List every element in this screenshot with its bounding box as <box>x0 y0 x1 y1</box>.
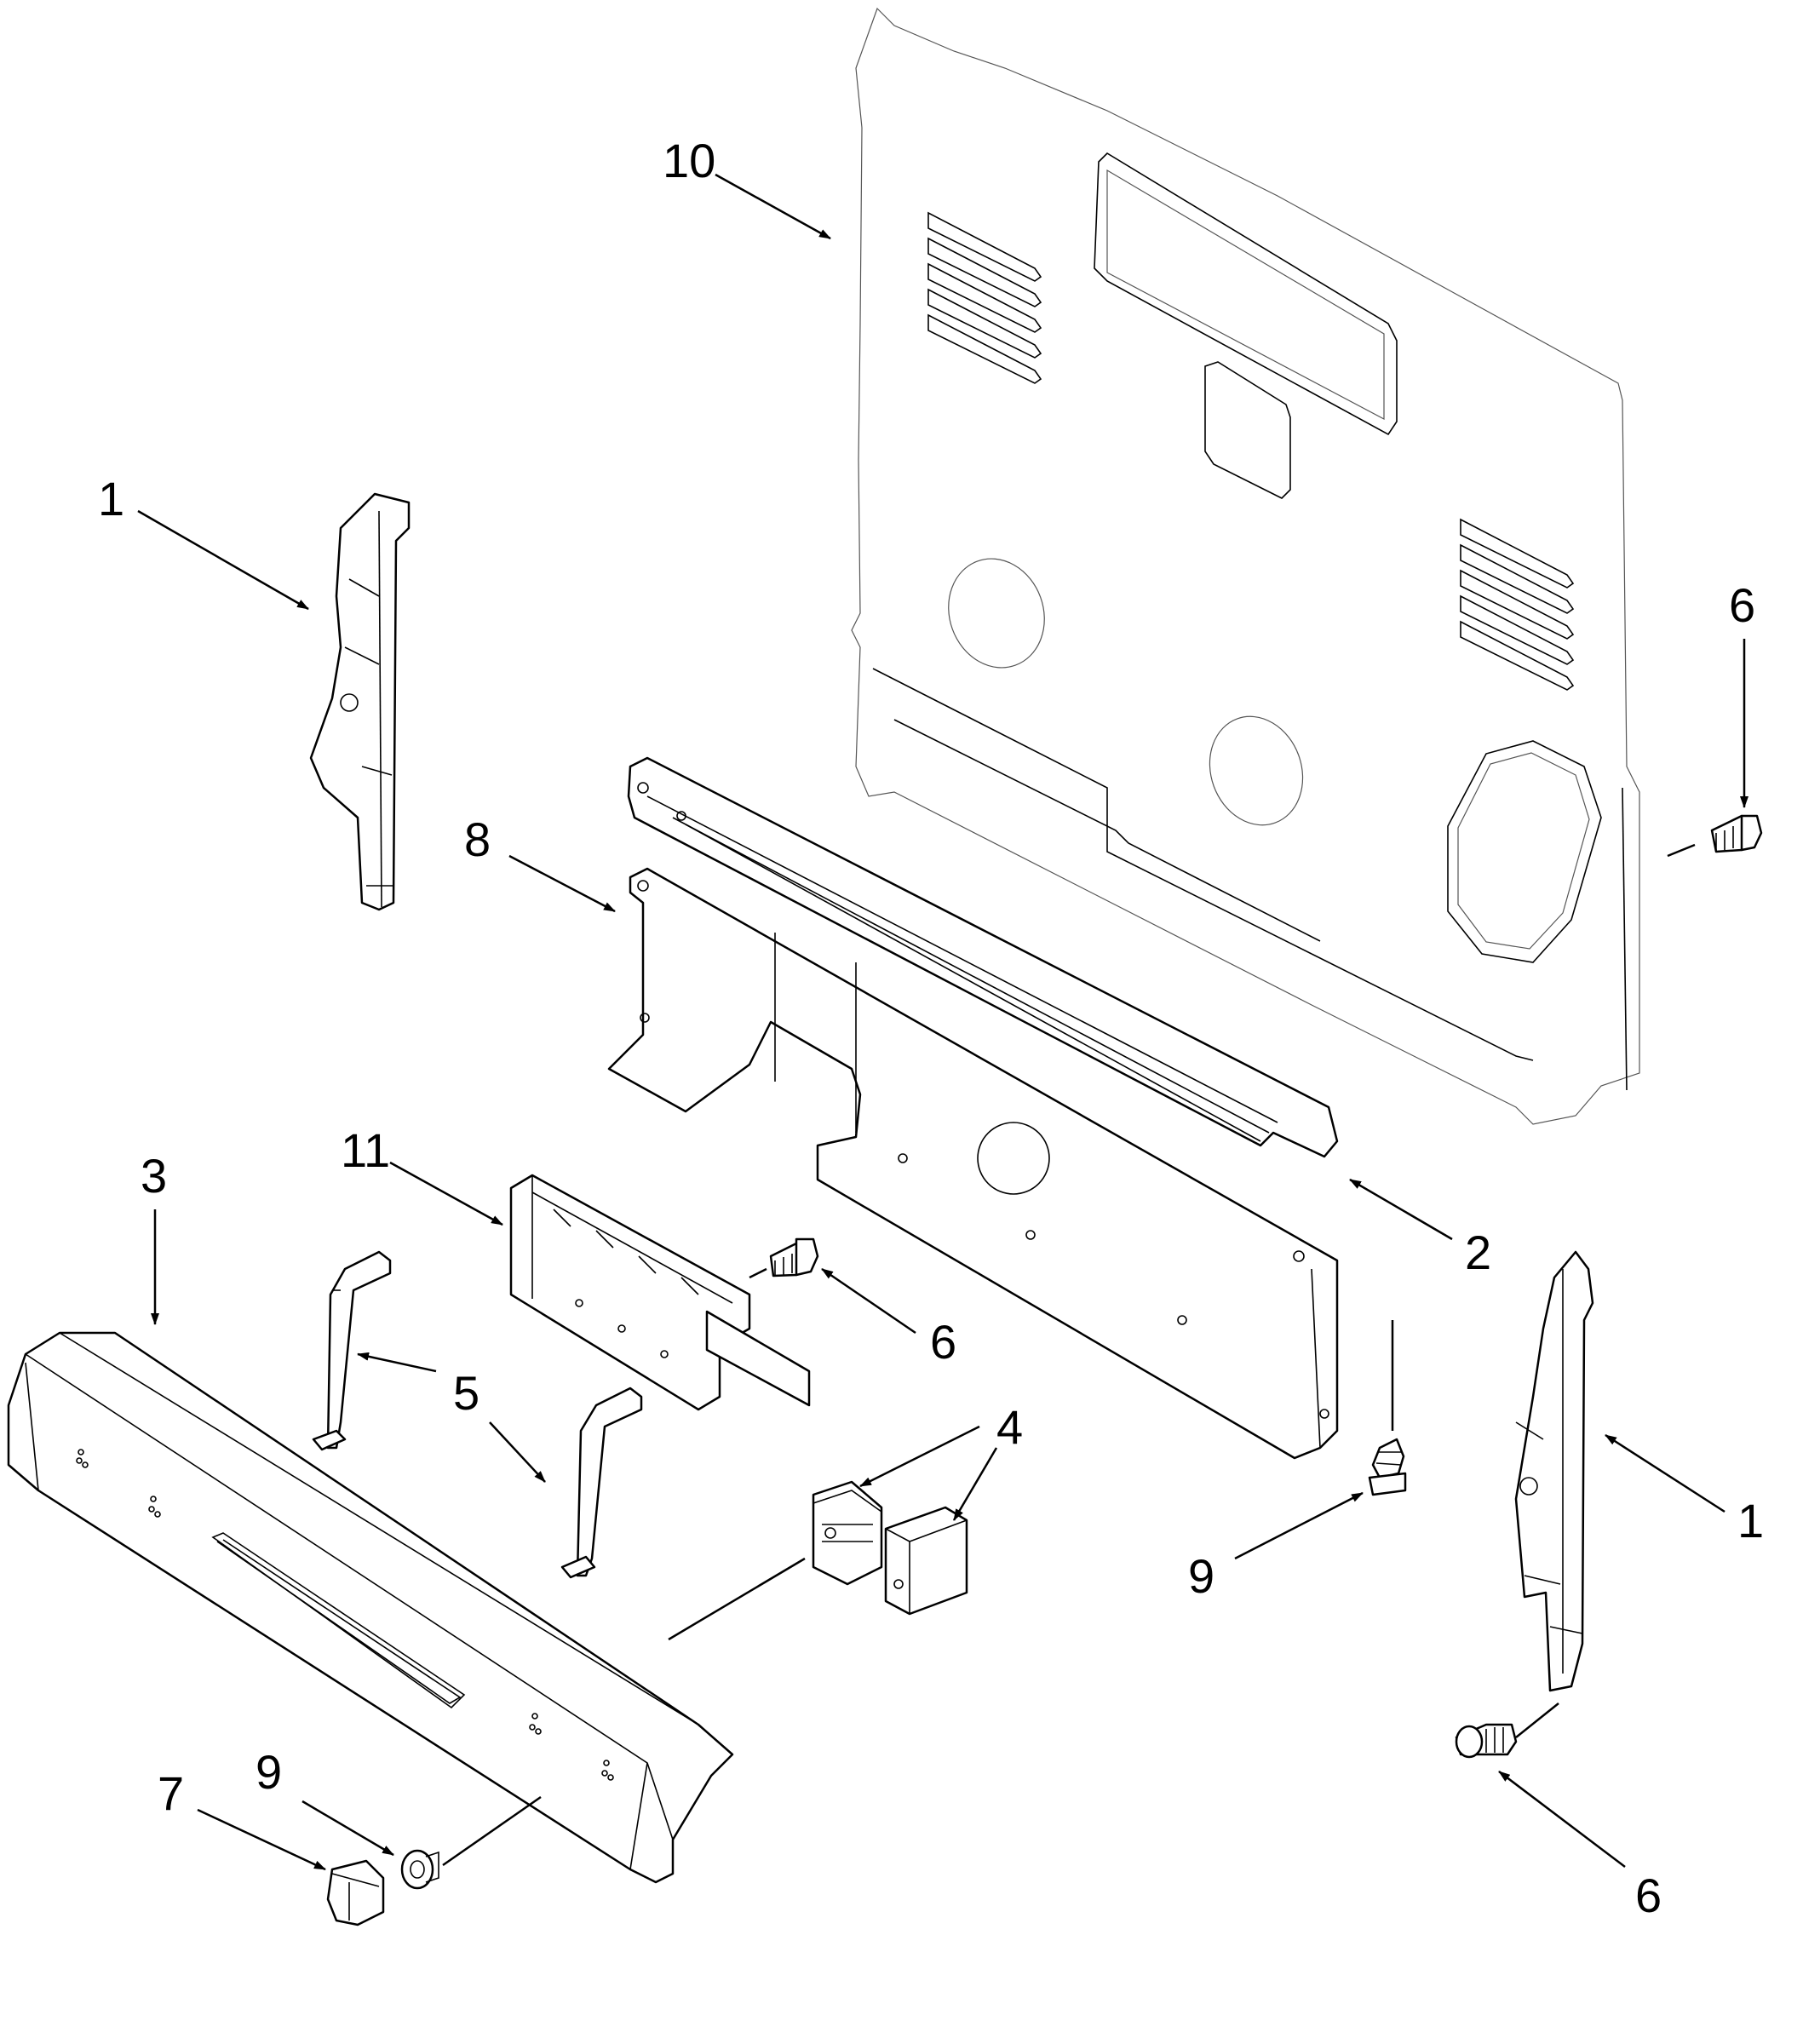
screw-bottom[interactable] <box>1455 1723 1518 1759</box>
plastic-rivet-middle[interactable] <box>1368 1438 1407 1496</box>
leader-6-mid-axis <box>749 1267 767 1279</box>
top-rail-part[interactable] <box>627 756 1339 1158</box>
callout-6-bottom: 6 <box>1635 1869 1662 1922</box>
callout-9-bottom: 9 <box>256 1745 282 1799</box>
screw-top-right[interactable] <box>1710 814 1763 853</box>
callout-4: 4 <box>996 1400 1023 1454</box>
leader-1-right <box>1605 1433 1725 1513</box>
leader-6-bottom-axis <box>1515 1702 1559 1738</box>
callout-11: 11 <box>341 1123 390 1177</box>
leader-6-top-axis <box>1667 843 1696 858</box>
control-knob-part[interactable] <box>326 1859 385 1926</box>
callout-8: 8 <box>464 812 491 866</box>
callout-6-mid: 6 <box>930 1315 956 1369</box>
leader-4-left <box>859 1425 980 1488</box>
control-panel-part[interactable] <box>7 1331 734 1884</box>
leader-6-bottom <box>1498 1771 1626 1868</box>
callout-9-mid: 9 <box>1188 1549 1214 1603</box>
leader-9-bottom <box>301 1800 394 1857</box>
leader-8 <box>508 854 616 913</box>
leader-4-right <box>952 1447 998 1521</box>
leader-11 <box>389 1161 503 1226</box>
left-end-bracket-part[interactable] <box>309 492 411 911</box>
leader-2 <box>1349 1178 1453 1241</box>
leader-9-mid <box>1234 1491 1364 1560</box>
knob-bushing-part[interactable] <box>400 1849 439 1890</box>
callout-10: 10 <box>663 134 715 187</box>
leader-7 <box>197 1808 326 1871</box>
screw-middle[interactable] <box>769 1237 819 1278</box>
right-end-bracket-part[interactable] <box>1514 1250 1594 1692</box>
leader-1-left <box>137 509 309 611</box>
callout-1-left: 1 <box>98 472 124 525</box>
callout-3: 3 <box>141 1149 167 1203</box>
panel-bracket-left[interactable] <box>312 1250 392 1451</box>
leader-4-axis <box>668 1557 806 1641</box>
leader-10 <box>715 173 831 240</box>
leader-5-right <box>489 1421 546 1483</box>
control-bracket-part[interactable] <box>607 867 1339 1460</box>
leader-6-mid <box>821 1267 916 1335</box>
callout-5: 5 <box>453 1366 479 1420</box>
electronic-control-part[interactable] <box>509 1174 811 1411</box>
callout-2: 2 <box>1465 1226 1491 1279</box>
infinite-switch-part[interactable] <box>812 1480 968 1616</box>
leader-9-bottom-axis <box>442 1795 542 1867</box>
callout-7: 7 <box>158 1766 184 1820</box>
leader-5-left <box>357 1352 437 1373</box>
panel-bracket-right[interactable] <box>560 1387 643 1579</box>
callout-1-right: 1 <box>1737 1494 1764 1547</box>
back-panel-part[interactable] <box>851 7 1640 1125</box>
callout-6-top: 6 <box>1729 578 1755 632</box>
